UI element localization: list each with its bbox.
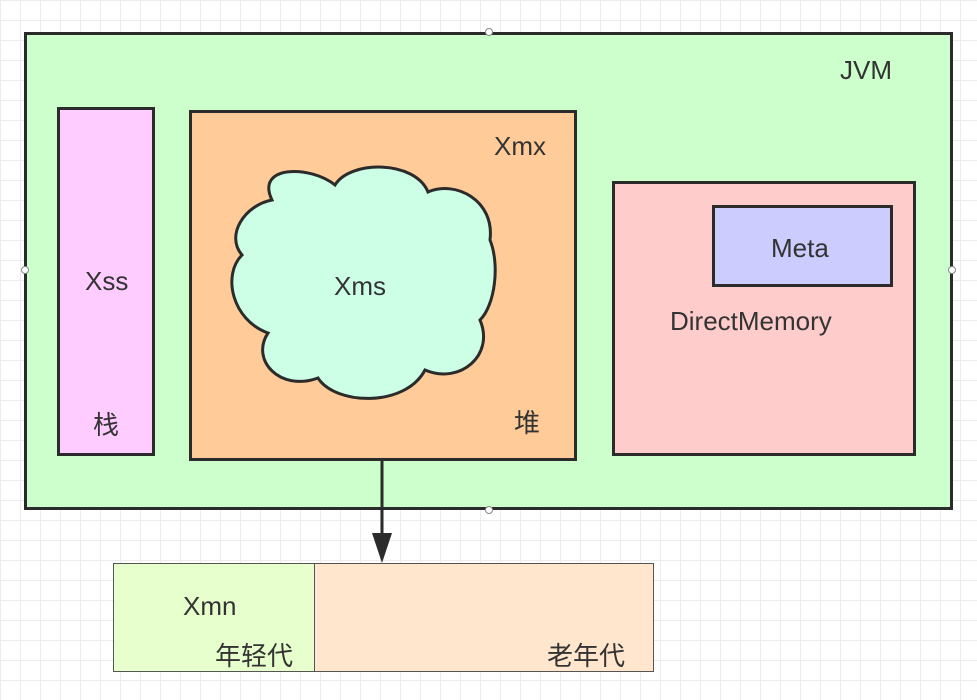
old-generation-box (314, 563, 654, 672)
young-generation-box (113, 563, 315, 672)
resize-handle-right[interactable] (948, 266, 956, 274)
young-name-label: 年轻代 (215, 641, 294, 671)
meta-box (712, 205, 893, 287)
meta-label: Meta (771, 233, 829, 263)
young-param-label: Xmn (183, 591, 237, 621)
arrow-head (372, 533, 392, 563)
stack-name-label: 栈 (93, 410, 120, 440)
direct-memory-label: DirectMemory (670, 306, 832, 336)
heap-max-label: Xmx (494, 131, 546, 161)
resize-handle-top[interactable] (485, 28, 493, 36)
xms-cloud-shape (230, 165, 497, 400)
resize-handle-left[interactable] (21, 266, 29, 274)
heap-init-label: Xms (334, 271, 386, 301)
stack-box (57, 107, 155, 456)
old-name-label: 老年代 (547, 641, 626, 671)
stack-param-label: Xss (85, 266, 129, 296)
jvm-label: JVM (840, 55, 892, 85)
resize-handle-bottom[interactable] (485, 506, 493, 514)
heap-name-label: 堆 (514, 408, 541, 438)
